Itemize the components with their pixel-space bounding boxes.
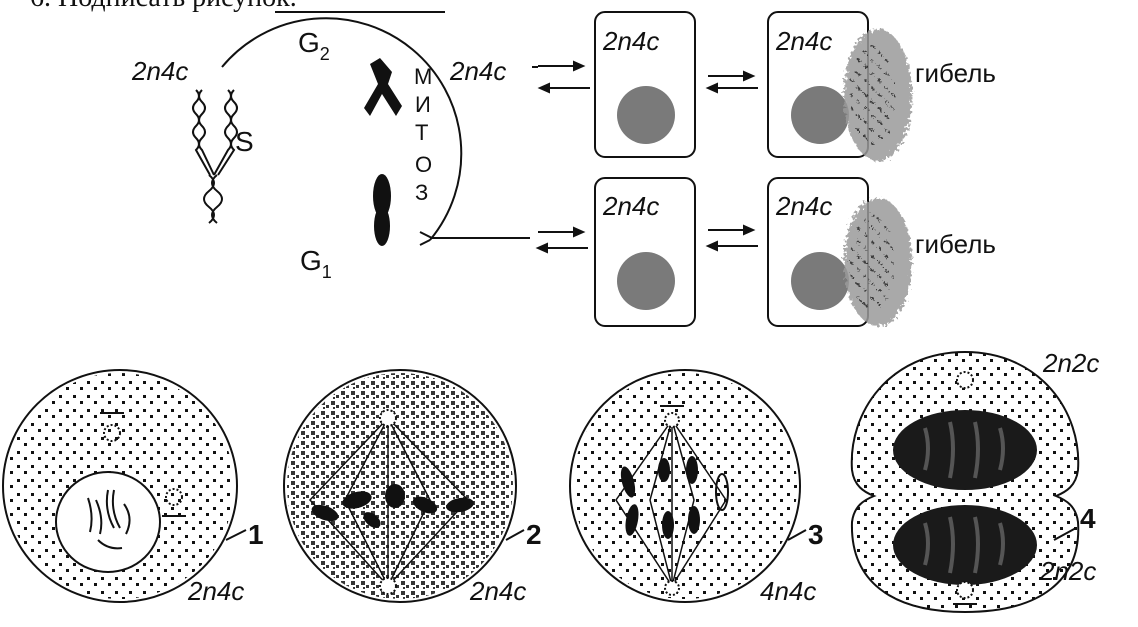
mitosis-label: М И Т О З <box>414 64 432 205</box>
cell-death-blob-bottom <box>844 198 912 326</box>
svg-text:Т: Т <box>415 120 428 145</box>
cell-top-right: 2n4c <box>767 11 869 158</box>
metaphase-chromosomes <box>311 484 474 528</box>
cell-bottom-right: 2n4c <box>767 177 869 327</box>
mitosis-exit-line <box>419 231 530 239</box>
reversible-arrows-top-1 <box>537 60 590 94</box>
centriole-icon <box>100 412 186 517</box>
cell-cycle-circle <box>221 17 530 246</box>
phase-3-number: 3 <box>808 519 824 550</box>
label-g1-phase: G1 <box>300 245 332 282</box>
label-2n4c-cycle: 2n4c <box>131 56 188 86</box>
phase-2-number: 2 <box>526 519 542 550</box>
svg-text:2n4c: 2n4c <box>602 26 659 56</box>
reversible-arrows-bottom-1 <box>535 226 588 254</box>
phase-2-leader <box>505 529 525 541</box>
centriole-icon <box>660 405 684 596</box>
phase-1-ploidy: 2n4c <box>187 576 244 606</box>
anaphase-chromatids <box>620 456 729 539</box>
phase-3-leader <box>787 529 807 541</box>
phase-4-cell: 4 2n2c 2n2c <box>850 348 1099 614</box>
cell-bottom-left: 2n4c <box>594 177 696 327</box>
svg-text:О: О <box>415 152 432 177</box>
phase-4-top-ploidy: 2n2c <box>1042 348 1099 378</box>
reversible-arrows-bottom-2 <box>705 224 758 252</box>
cell-death-blob-top <box>844 29 912 161</box>
svg-text:И: И <box>415 92 431 117</box>
chromosome-icon <box>364 58 402 116</box>
chromatid-icon <box>373 174 391 246</box>
phase-1-number: 1 <box>248 519 264 550</box>
anaphase-spindle <box>615 419 727 587</box>
dna-replication-icon <box>192 89 238 224</box>
svg-text:2n4c: 2n4c <box>602 191 659 221</box>
svg-text:М: М <box>414 64 432 89</box>
death-label-bottom: гибель <box>915 229 996 259</box>
label-g2-phase: G2 <box>298 27 330 64</box>
svg-text:З: З <box>415 180 428 205</box>
death-label-top: гибель <box>915 58 996 88</box>
phase-3-ploidy: 4n4c <box>760 576 816 606</box>
reversible-arrows-top-2 <box>705 70 758 94</box>
label-2n4c-entry: 2n4c <box>449 56 506 86</box>
header-fragment: 6. Подписать рисунок. <box>30 0 297 13</box>
phase-4-number: 4 <box>1080 503 1096 534</box>
phase-2-cell: 2 2n4c <box>283 369 542 606</box>
label-s-phase: S <box>235 126 254 157</box>
centriole-icon <box>953 371 977 605</box>
phase-1-leader <box>225 529 247 541</box>
telophase-nuclei <box>893 410 1037 585</box>
prophase-chromosomes <box>87 489 131 550</box>
svg-text:2n4c: 2n4c <box>775 26 832 56</box>
phase-4-ploidy: 2n2c <box>1039 556 1096 586</box>
phase-2-ploidy: 2n4c <box>469 576 526 606</box>
phase-4-leader <box>1053 527 1077 541</box>
centriole-icon <box>379 409 397 595</box>
svg-text:2n4c: 2n4c <box>775 191 832 221</box>
phase-1-cell: 1 2n4c <box>2 369 264 606</box>
phase-3-cell: 3 4n4c <box>569 369 824 606</box>
cell-top-left: 2n4c <box>594 11 696 158</box>
